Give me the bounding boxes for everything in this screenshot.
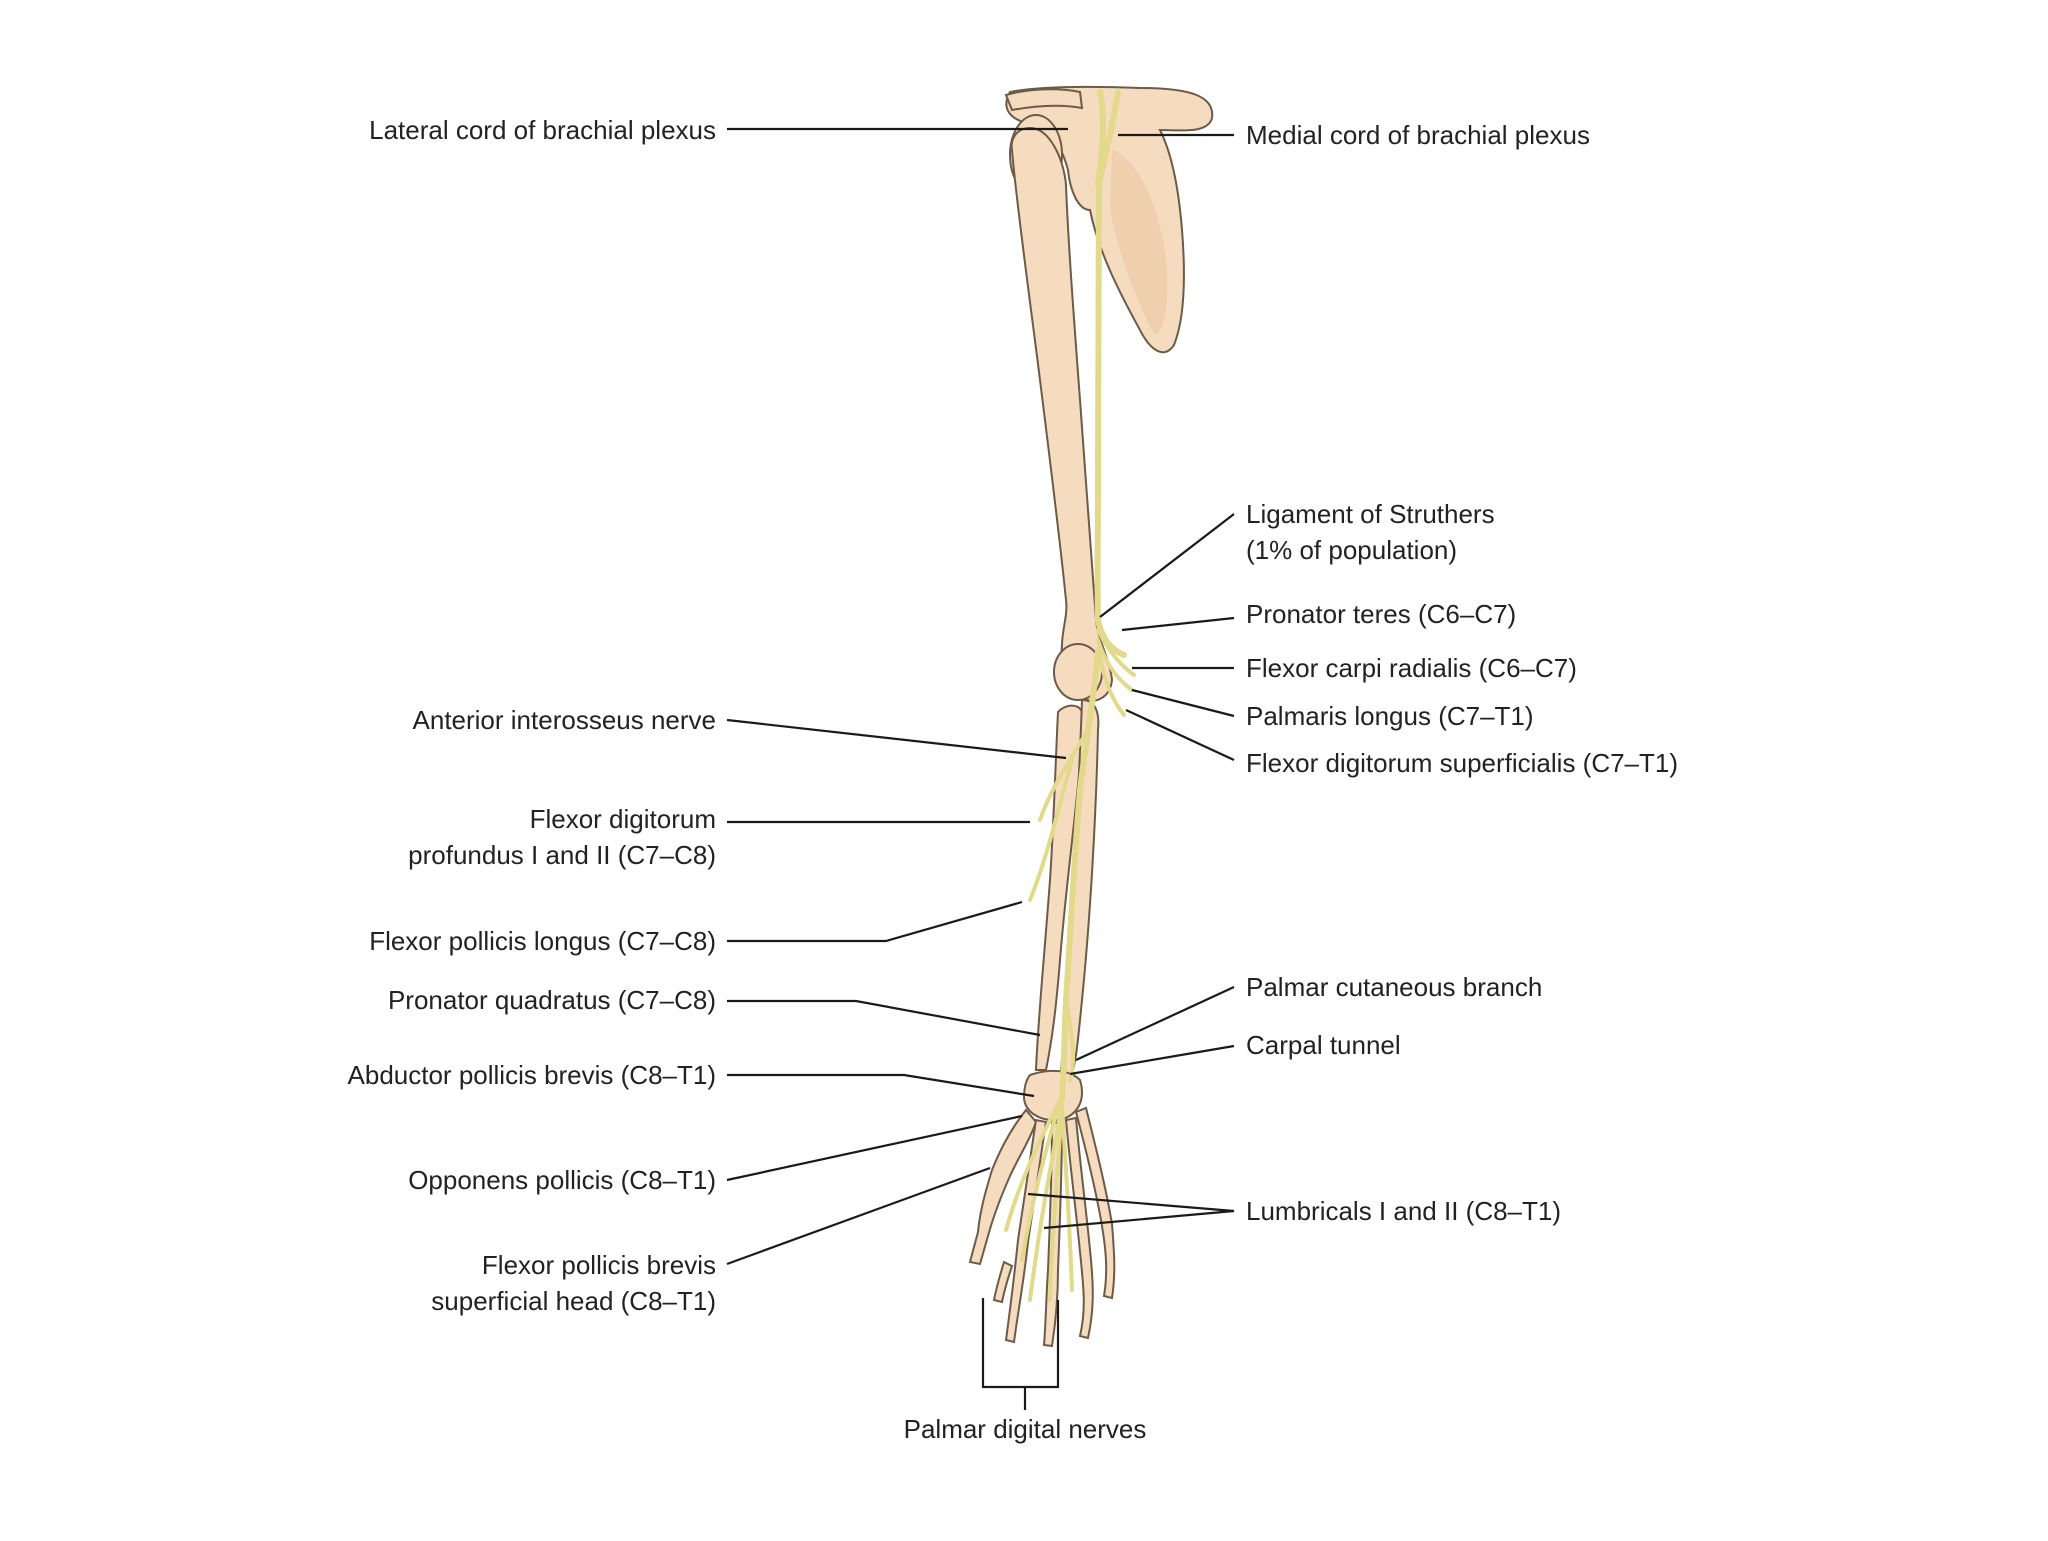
label-palmar-digital: Palmar digital nerves — [904, 1414, 1147, 1444]
label-lumbricals: Lumbricals I and II (C8–T1) — [1246, 1196, 1561, 1226]
clavicle — [1006, 89, 1082, 110]
label-fdp-line2: profundus I and II (C7–C8) — [408, 840, 716, 870]
label-palmar-cutaneous: Palmar cutaneous branch — [1246, 972, 1542, 1002]
label-flexor-carpi-radialis: Flexor carpi radialis (C6–C7) — [1246, 653, 1577, 683]
label-apb: Abductor pollicis brevis (C8–T1) — [348, 1060, 716, 1090]
label-lateral-cord: Lateral cord of brachial plexus — [369, 115, 716, 145]
label-fpb-line2: superficial head (C8–T1) — [431, 1286, 716, 1316]
label-struthers-line1: Ligament of Struthers — [1246, 499, 1495, 529]
label-anterior-interosseus: Anterior interosseus nerve — [413, 705, 716, 735]
label-opponens: Opponens pollicis (C8–T1) — [408, 1165, 716, 1195]
label-fds: Flexor digitorum superficialis (C7–T1) — [1246, 748, 1678, 778]
label-fpl: Flexor pollicis longus (C7–C8) — [369, 926, 716, 956]
label-struthers-line2: (1% of population) — [1246, 535, 1457, 565]
label-pronator-teres: Pronator teres (C6–C7) — [1246, 599, 1516, 629]
label-fpb-line1: Flexor pollicis brevis — [482, 1250, 716, 1280]
label-carpal-tunnel: Carpal tunnel — [1246, 1030, 1401, 1060]
label-medial-cord: Medial cord of brachial plexus — [1246, 120, 1590, 150]
label-palmaris-longus: Palmaris longus (C7–T1) — [1246, 701, 1534, 731]
label-fdp-line1: Flexor digitorum — [530, 804, 716, 834]
labels: Lateral cord of brachial plexus Medial c… — [348, 115, 1679, 1444]
label-pronator-quadratus: Pronator quadratus (C7–C8) — [388, 985, 716, 1015]
